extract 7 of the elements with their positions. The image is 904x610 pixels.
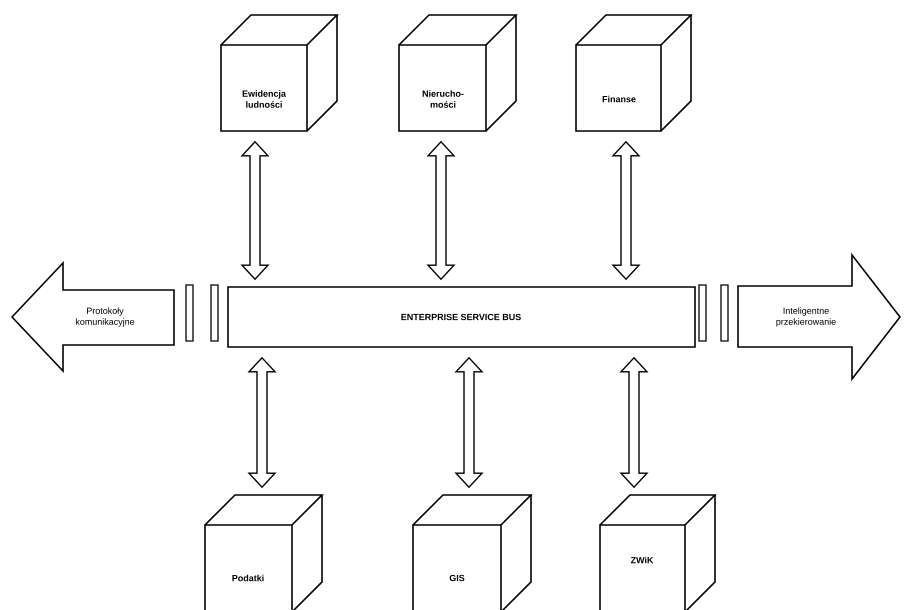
bus-box: ENTERPRISE SERVICE BUS xyxy=(227,286,696,348)
cube: Podatki xyxy=(204,494,324,610)
cube: ZWiK xyxy=(599,494,717,610)
cube: Nierucho- mości xyxy=(398,14,518,132)
cube: GIS xyxy=(412,494,533,610)
cube: Ewidencja ludności xyxy=(220,14,339,132)
cube: Finanse xyxy=(575,14,693,132)
